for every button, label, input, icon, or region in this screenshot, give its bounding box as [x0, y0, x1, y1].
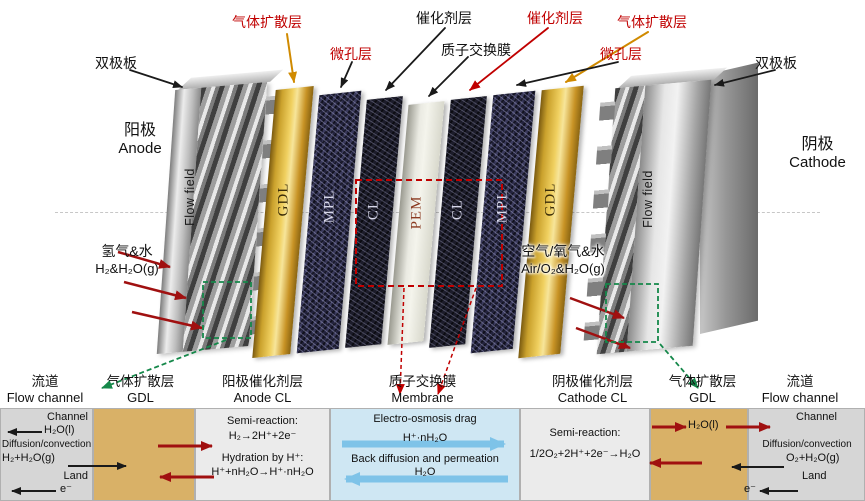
box-gdl-left [93, 408, 195, 501]
right-electron-label: e⁻ [744, 483, 756, 495]
left-h2o-liquid-label: H₂O(l) [44, 424, 75, 436]
header-anode-cl-zh: 阳极催化剂层 [222, 374, 303, 389]
gdl-right-text: GDL [542, 182, 559, 217]
air-inlet-label-en: Air/O₂&H₂O(g) [521, 261, 605, 276]
membrane-line3: Back diffusion and permeation [351, 453, 499, 465]
header-gdl-left-zh: 气体扩散层 [106, 374, 175, 389]
air-inlet-label: 空气/氧气&水 Air/O₂&H₂O(g) [498, 241, 628, 276]
header-flow-channel-left: 流道 Flow channel [3, 370, 87, 405]
label-catalyst-right: 催化剂层 [527, 10, 583, 26]
cathode-label-zh: 阴极 [801, 136, 834, 153]
header-gdl-left: 气体扩散层 GDL [93, 370, 188, 405]
label-bipolar-right: 双极板 [755, 55, 797, 71]
left-diffusion-label: Diffusion/convection [1, 439, 92, 450]
hydrogen-inlet-label-en: H₂&H₂O(g) [95, 261, 159, 276]
anode-cl-line3: Hydration by H⁺: [221, 452, 304, 464]
mpl-left-text: MPL [321, 189, 338, 224]
label-mpl-right: 微孔层 [600, 46, 642, 62]
cathode-label: 阴极 Cathode [775, 130, 860, 171]
gdl-left-text: GDL [275, 182, 292, 217]
header-gdl-right-zh: 气体扩散层 [668, 374, 737, 389]
flow-field-left-text: Flow field [183, 168, 197, 226]
pem-text: PEM [408, 195, 425, 230]
cl-right-text: CL [449, 198, 466, 221]
header-flow-channel-left-zh: 流道 [31, 374, 59, 389]
left-land-label: Land [63, 470, 88, 482]
label-bipolar-left: 双极板 [95, 55, 137, 71]
left-gas-in-label: H₂+H₂O(g) [2, 452, 55, 464]
anode-label: 阳极 Anode [100, 116, 180, 157]
box-cathode-cl [520, 408, 650, 501]
cathode-cl-line2: 1/2O₂+2H⁺+2e⁻→H₂O [529, 448, 641, 460]
header-gdl-left-en: GDL [127, 390, 154, 405]
box-flow-channel-right [748, 408, 865, 501]
anode-label-en: Anode [118, 140, 162, 157]
mpl-right-text: MPL [494, 189, 511, 224]
label-gdl-right: 气体扩散层 [617, 14, 687, 30]
anode-cl-line4: H⁺+nH₂O→H⁺·nH₂O [211, 466, 314, 478]
header-flow-channel-right: 流道 Flow channel [755, 370, 845, 405]
right-diffusion-label: Diffusion/convection [762, 439, 852, 450]
left-electron-label: e⁻ [60, 483, 72, 495]
header-flow-channel-right-zh: 流道 [786, 374, 814, 389]
header-cathode-cl: 阴极催化剂层 Cathode CL [530, 370, 655, 405]
right-land-label: Land [802, 470, 827, 482]
box-flow-channel-left [0, 408, 93, 501]
label-pem-membrane: 质子交换膜 [441, 42, 511, 58]
header-gdl-right: 气体扩散层 GDL [655, 370, 750, 405]
hydrogen-inlet-label: 氢气&水 H₂&H₂O(g) [72, 241, 182, 276]
header-membrane: 质子交换膜 Membrane [365, 370, 480, 405]
anode-label-zh: 阳极 [123, 122, 156, 139]
membrane-line4: H₂O [414, 466, 436, 478]
air-inlet-label-zh: 空气/氧气&水 [521, 243, 605, 259]
anode-cl-line2: H₂→2H⁺+2e⁻ [228, 430, 297, 442]
label-catalyst-left: 催化剂层 [416, 10, 472, 26]
right-h2o-liquid-label: H₂O(l) [688, 419, 719, 431]
membrane-line1: Electro-osmosis drag [373, 413, 477, 425]
left-channel-label: Channel [47, 411, 88, 423]
header-anode-cl-en: Anode CL [233, 390, 292, 405]
header-cathode-cl-zh: 阴极催化剂层 [552, 374, 633, 389]
header-gdl-right-en: GDL [689, 390, 716, 405]
box-membrane [330, 408, 520, 501]
cathode-label-en: Cathode [789, 154, 846, 171]
header-membrane-zh: 质子交换膜 [388, 374, 457, 389]
label-gdl-left: 气体扩散层 [232, 14, 302, 30]
header-flow-channel-left-en: Flow channel [6, 390, 84, 405]
header-flow-channel-right-en: Flow channel [761, 390, 839, 405]
right-gas-in-label: O₂+H₂O(g) [786, 452, 840, 464]
box-anode-cl [195, 408, 330, 501]
cl-left-text: CL [365, 198, 382, 221]
header-cathode-cl-en: Cathode CL [557, 390, 628, 405]
hydrogen-inlet-label-zh: 氢气&水 [101, 243, 153, 259]
anode-cl-line1: Semi-reaction: [227, 415, 298, 427]
membrane-line2: H⁺·nH₂O [402, 432, 448, 444]
label-mpl-left: 微孔层 [330, 46, 372, 62]
header-membrane-en: Membrane [391, 390, 454, 405]
header-anode-cl: 阳极催化剂层 Anode CL [200, 370, 325, 405]
cathode-cl-line1: Semi-reaction: [549, 427, 621, 439]
right-channel-label: Channel [796, 411, 837, 423]
flow-field-right-text: Flow field [641, 170, 655, 228]
